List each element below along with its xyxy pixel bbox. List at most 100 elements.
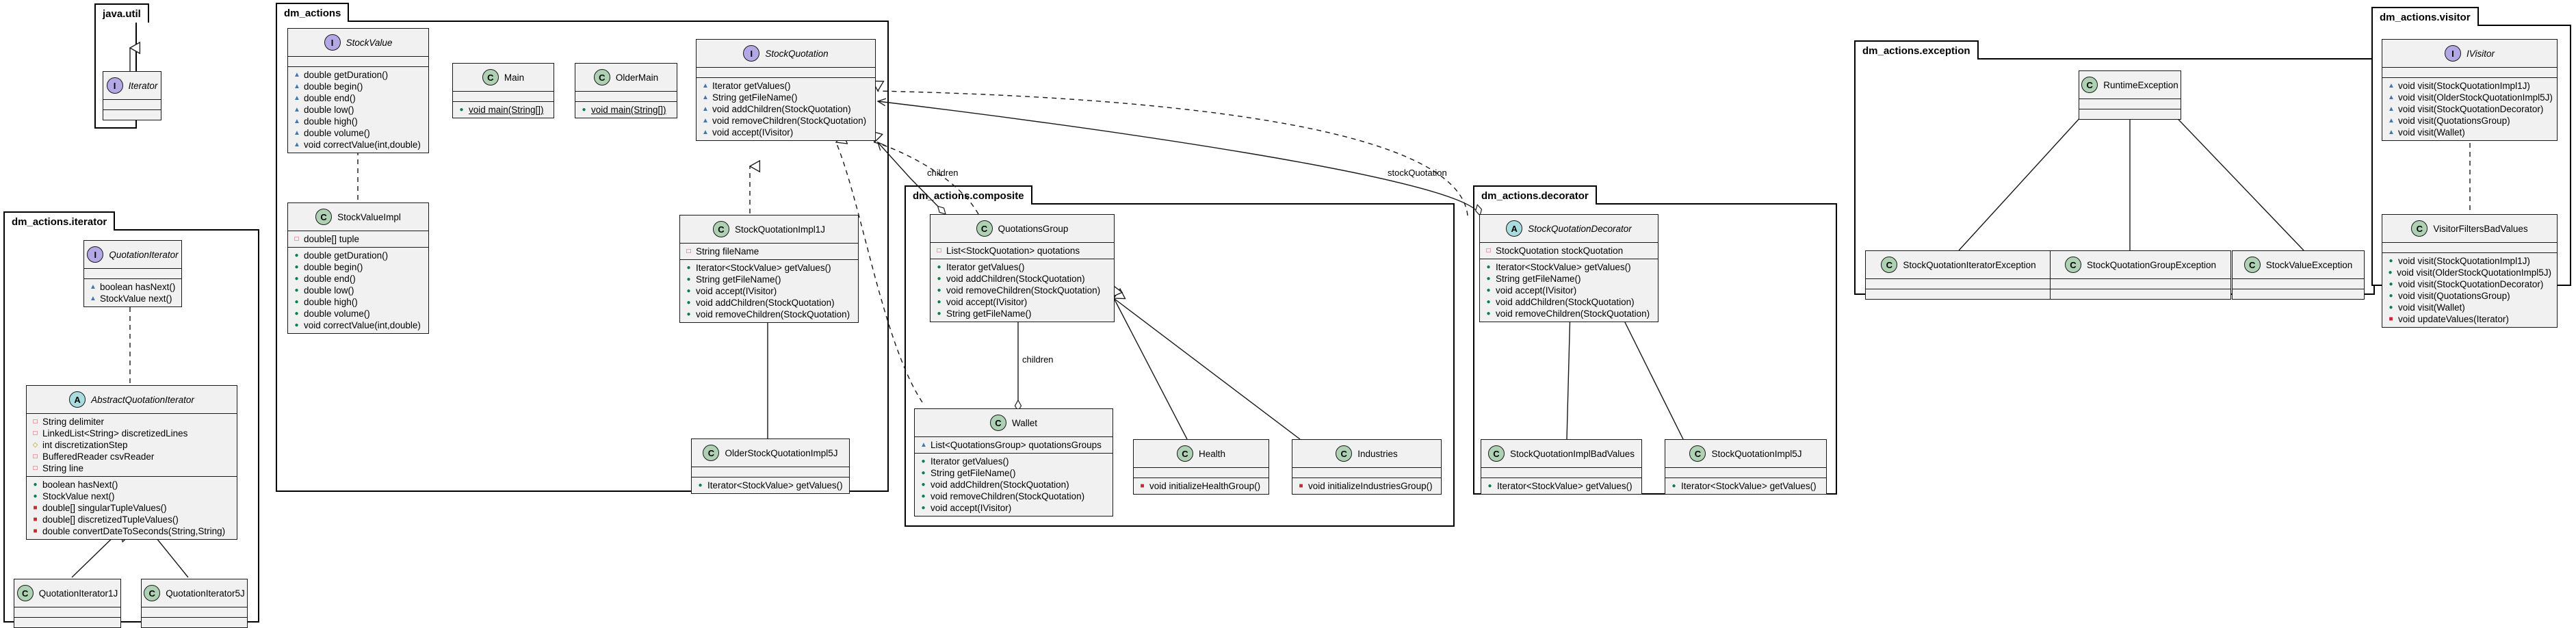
methods-section: ●Iterator<StockValue> getValues()●String…: [680, 259, 858, 322]
public-marker-icon: ●: [937, 274, 941, 283]
method-text: double begin(): [304, 81, 363, 92]
method-text: void visit(Wallet): [2398, 302, 2465, 313]
method-row: ●void main(String[]): [453, 104, 554, 116]
method-text: void visit(Wallet): [2398, 127, 2465, 138]
method-text: String getFileName(): [1496, 274, 1581, 284]
method-row: ■void initializeIndustriesGroup(): [1292, 480, 1441, 492]
methods-section: ▲void visit(StockQuotationImpl1J)▲void v…: [2382, 77, 2557, 140]
class-icon: C: [1487, 445, 1505, 462]
method-text: boolean hasNext(): [42, 480, 118, 490]
public-marker-icon: ●: [698, 481, 703, 489]
package-marker-icon: ▲: [2388, 105, 2395, 113]
field-text: List<StockQuotation> quotations: [946, 246, 1080, 256]
private-field-marker-icon: □: [33, 464, 38, 472]
method-row: ●void main(String[]): [575, 104, 677, 116]
method-row: ●double getDuration(): [288, 250, 428, 261]
methods-section: [103, 109, 161, 120]
method-text: double begin(): [304, 262, 363, 272]
class-name: QuotationsGroup: [998, 223, 1069, 234]
method-row: ▲void visit(OlderStockQuotationImpl5J): [2382, 92, 2557, 103]
class-name: StockQuotationImpl1J: [734, 224, 826, 235]
private-field-marker-icon: □: [33, 452, 38, 460]
methods-section: [2051, 289, 2230, 299]
method-text: double high(): [304, 116, 358, 127]
method-row: ●StockValue next(): [27, 490, 237, 502]
method-text: void correctValue(int,double): [304, 140, 421, 150]
method-row: ●String getFileName(): [931, 308, 1114, 319]
package-label: dm_actions.iterator: [3, 211, 116, 231]
class-icon: C: [2064, 257, 2081, 273]
method-text: void main(String[]): [469, 105, 544, 115]
method-row: ▲Iterator getValues(): [697, 80, 875, 92]
fields-section: [84, 268, 181, 278]
class-stock-quotation-group-exception[interactable]: C StockQuotationGroupException: [2050, 250, 2231, 300]
field-text: BufferedReader csvReader: [42, 452, 155, 462]
method-text: boolean hasNext(): [100, 282, 176, 292]
method-row: ●void visit(StockQuotationImpl1J): [2382, 255, 2557, 267]
method-row: ● void visit(Wallet): [2382, 302, 2557, 313]
package-label: dm_actions: [276, 3, 350, 22]
field-row: □String delimiter: [27, 416, 237, 428]
method-text: String getFileName(): [946, 309, 1032, 319]
public-marker-icon: ●: [2389, 303, 2393, 311]
methods-section: ●Iterator getValues()●void addChildren(S…: [931, 259, 1114, 322]
method-row: ▲void visit(StockQuotationImpl1J): [2382, 80, 2557, 92]
class-name: StockQuotationGroupException: [2086, 259, 2217, 270]
method-row: ●double low(): [288, 285, 428, 296]
field-text: StockQuotation stockQuotation: [1496, 246, 1624, 256]
method-text: String getFileName(): [696, 274, 781, 285]
public-marker-icon: ●: [1486, 286, 1491, 294]
class-name: OlderStockQuotationImpl5J: [725, 447, 838, 458]
method-text: double volume(): [304, 309, 370, 319]
class-name: StockValue: [346, 37, 393, 48]
method-text: double getDuration(): [304, 250, 389, 261]
fields-section: [692, 467, 849, 477]
method-text: Iterator<StockValue> getValues(): [1681, 481, 1817, 491]
method-row: ●void removeChildren(StockQuotation): [680, 309, 858, 320]
methods-section: ■void initializeIndustriesGroup(): [1292, 477, 1441, 494]
class-icon: C: [482, 69, 499, 86]
public-marker-icon: ●: [2389, 280, 2393, 288]
class-name: Industries: [1357, 448, 1398, 459]
method-text: void addChildren(StockQuotation): [931, 480, 1069, 490]
method-text: void removeChildren(StockQuotation): [696, 309, 850, 319]
private-field-marker-icon: □: [33, 429, 38, 437]
fields-section: [288, 56, 428, 66]
public-marker-icon: ●: [294, 286, 299, 294]
methods-section: ●double getDuration() ● double begin() ●dou…: [288, 247, 428, 333]
method-text: StockValue next(): [42, 491, 115, 501]
private-field-marker-icon: □: [1486, 246, 1491, 254]
public-marker-icon: ●: [1486, 274, 1491, 283]
method-row: ■void initializeHealthGroup(): [1134, 480, 1269, 492]
method-text: void visit(OlderStockQuotationImpl5J): [2397, 267, 2551, 278]
fields-section: [2051, 278, 2230, 289]
